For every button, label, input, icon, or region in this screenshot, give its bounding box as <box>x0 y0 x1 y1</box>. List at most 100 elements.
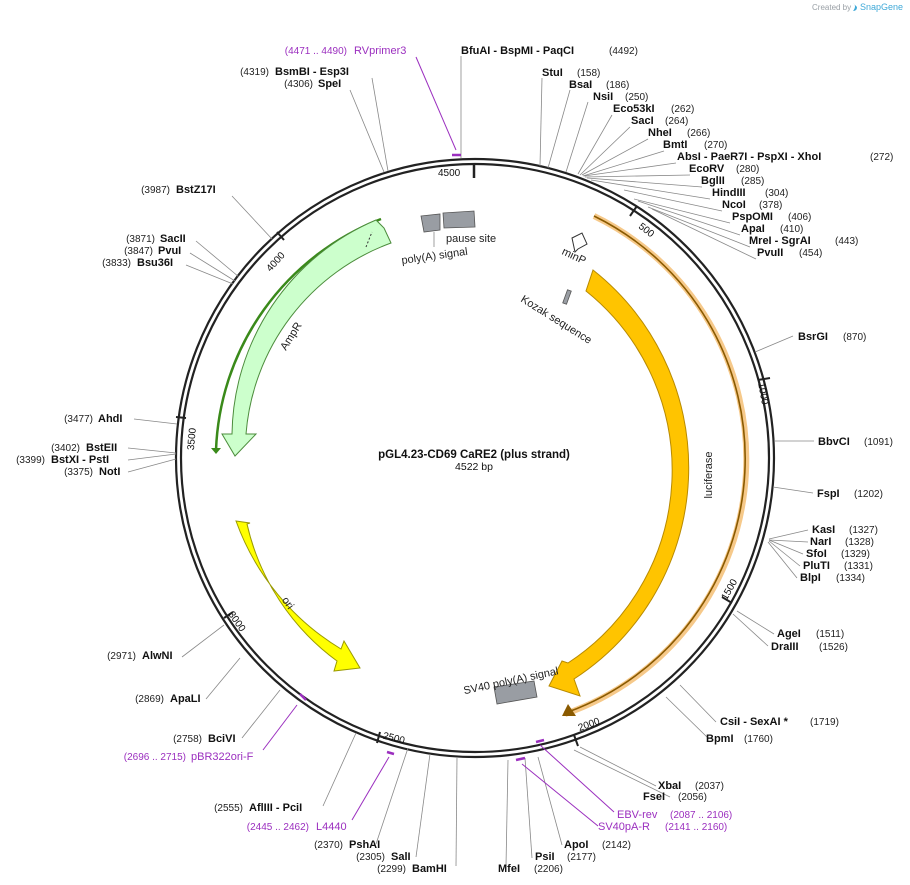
site-position: (4319) <box>240 67 269 78</box>
site-position: (1331) <box>844 561 873 572</box>
site-label[interactable]: EcoRV <box>689 163 725 175</box>
site-label[interactable]: BsmBI - Esp3I <box>275 66 349 78</box>
pause-site-box[interactable] <box>442 210 476 229</box>
kozak-box[interactable] <box>562 289 572 305</box>
site-label[interactable]: NsiI <box>593 91 613 103</box>
pause-site-label: pause site <box>446 233 496 245</box>
site-position: (2758) <box>173 734 202 745</box>
ori-arrow[interactable] <box>235 520 361 672</box>
site-label[interactable]: NotI <box>99 466 120 478</box>
site-position: (870) <box>843 332 866 343</box>
site-label[interactable]: NcoI <box>722 199 746 211</box>
left-leader-lines <box>127 77 458 867</box>
site-position: (3987) <box>141 185 170 196</box>
site-position: (378) <box>759 200 782 211</box>
site-position: (3847) <box>124 246 153 257</box>
site-label[interactable]: SacI <box>631 115 654 127</box>
site-label[interactable]: BsrGI <box>798 331 828 343</box>
primer-label[interactable]: pBR322ori-F <box>191 751 254 763</box>
minp-arrow[interactable] <box>571 232 588 254</box>
site-label[interactable]: PspOMI <box>732 211 773 223</box>
site-label[interactable]: BsaI <box>569 79 592 91</box>
site-label[interactable]: ApaI <box>741 223 765 235</box>
luciferase-arrow[interactable] <box>548 269 690 697</box>
site-label[interactable]: PvuII <box>757 247 783 259</box>
site-position: (3833) <box>102 258 131 269</box>
site-label[interactable]: BstZ17I <box>176 184 216 196</box>
site-label[interactable]: PluTI <box>803 560 830 572</box>
site-label[interactable]: MfeI <box>498 863 520 875</box>
position-ticks: 4500 500 1000 1500 2000 2500 3000 3500 4… <box>175 164 771 747</box>
site-position: (250) <box>625 92 648 103</box>
primer-marks <box>262 56 615 827</box>
site-label[interactable]: BfuAI - BspMI - PaqCI <box>461 45 574 57</box>
site-label[interactable]: FseI <box>643 791 665 803</box>
site-position: (2555) <box>214 803 243 814</box>
site-label[interactable]: PsiI <box>535 851 555 863</box>
site-label[interactable]: NheI <box>648 127 672 139</box>
site-label[interactable]: BpmI <box>706 733 734 745</box>
site-label[interactable]: BciVI <box>208 733 236 745</box>
site-position: (1511) <box>816 629 844 640</box>
site-label[interactable]: PvuI <box>158 245 181 257</box>
site-label[interactable]: BlpI <box>800 572 821 584</box>
snapgene-watermark: Created by SnapGene <box>812 2 903 12</box>
site-position: (272) <box>870 152 893 163</box>
primer-range: (4471 .. 4490) <box>285 46 347 57</box>
site-label[interactable]: BmtI <box>663 139 687 151</box>
site-label[interactable]: Bsu36I <box>137 257 173 269</box>
site-position: (1760) <box>744 734 773 745</box>
site-position: (2037) <box>695 781 724 792</box>
site-label[interactable]: BbvCI <box>818 436 850 448</box>
site-label[interactable]: BstXI - PstI <box>51 454 109 466</box>
site-position: (280) <box>736 164 759 175</box>
site-label[interactable]: SfoI <box>806 548 827 560</box>
luciferase-label: luciferase <box>703 451 715 498</box>
site-label[interactable]: AflIII - PciI <box>249 802 302 814</box>
sv40-polya-box[interactable] <box>493 680 538 705</box>
site-position: (2177) <box>567 852 596 863</box>
site-label[interactable]: MreI - SgrAI <box>749 235 811 247</box>
site-label[interactable]: XbaI <box>658 780 681 792</box>
site-position: (443) <box>835 236 858 247</box>
site-position: (264) <box>665 116 688 127</box>
ampr-arrow[interactable] <box>221 219 392 457</box>
site-label[interactable]: SalI <box>391 851 411 863</box>
site-label[interactable]: FspI <box>817 488 840 500</box>
site-label[interactable]: SpeI <box>318 78 341 90</box>
site-label[interactable]: HindIII <box>712 187 746 199</box>
site-position: (1327) <box>849 525 878 536</box>
site-position: (3402) <box>51 443 80 454</box>
site-label[interactable]: SacII <box>160 233 186 245</box>
primer-range: (2696 .. 2715) <box>124 752 186 763</box>
kozak-label: Kozak sequence <box>518 293 593 346</box>
site-label[interactable]: DraIII <box>771 641 799 653</box>
site-position: (406) <box>788 212 811 223</box>
primer-label[interactable]: SV40pA-R <box>598 821 650 833</box>
site-label[interactable]: BstEII <box>86 442 117 454</box>
luciferase-line-arc <box>567 215 746 713</box>
site-label[interactable]: NarI <box>810 536 831 548</box>
polya-box[interactable] <box>420 213 441 233</box>
site-label[interactable]: AlwNI <box>142 650 173 662</box>
site-label[interactable]: AbsI - PaeR7I - PspXI - XhoI <box>677 151 821 163</box>
site-position: (1526) <box>819 642 848 653</box>
primer-label[interactable]: RVprimer3 <box>354 45 406 57</box>
site-label[interactable]: AgeI <box>777 628 801 640</box>
site-position: (454) <box>799 248 822 259</box>
site-label[interactable]: KasI <box>812 524 835 536</box>
site-label[interactable]: AhdI <box>98 413 122 425</box>
primer-label[interactable]: L4440 <box>316 821 347 833</box>
plasmid-title: pGL4.23-CD69 CaRE2 (plus strand) <box>378 449 570 461</box>
site-label[interactable]: CsiI - SexAI * <box>720 716 789 728</box>
site-label[interactable]: ApaLI <box>170 693 201 705</box>
site-label[interactable]: StuI <box>542 67 563 79</box>
snapgene-logo-icon <box>853 3 857 11</box>
primer-label[interactable]: EBV-rev <box>617 809 658 821</box>
site-label[interactable]: PshAI <box>349 839 380 851</box>
site-position: (2206) <box>534 864 563 875</box>
site-label[interactable]: Eco53kI <box>613 103 655 115</box>
site-label[interactable]: BamHI <box>412 863 447 875</box>
site-label[interactable]: BglII <box>701 175 725 187</box>
site-label[interactable]: ApoI <box>564 839 588 851</box>
